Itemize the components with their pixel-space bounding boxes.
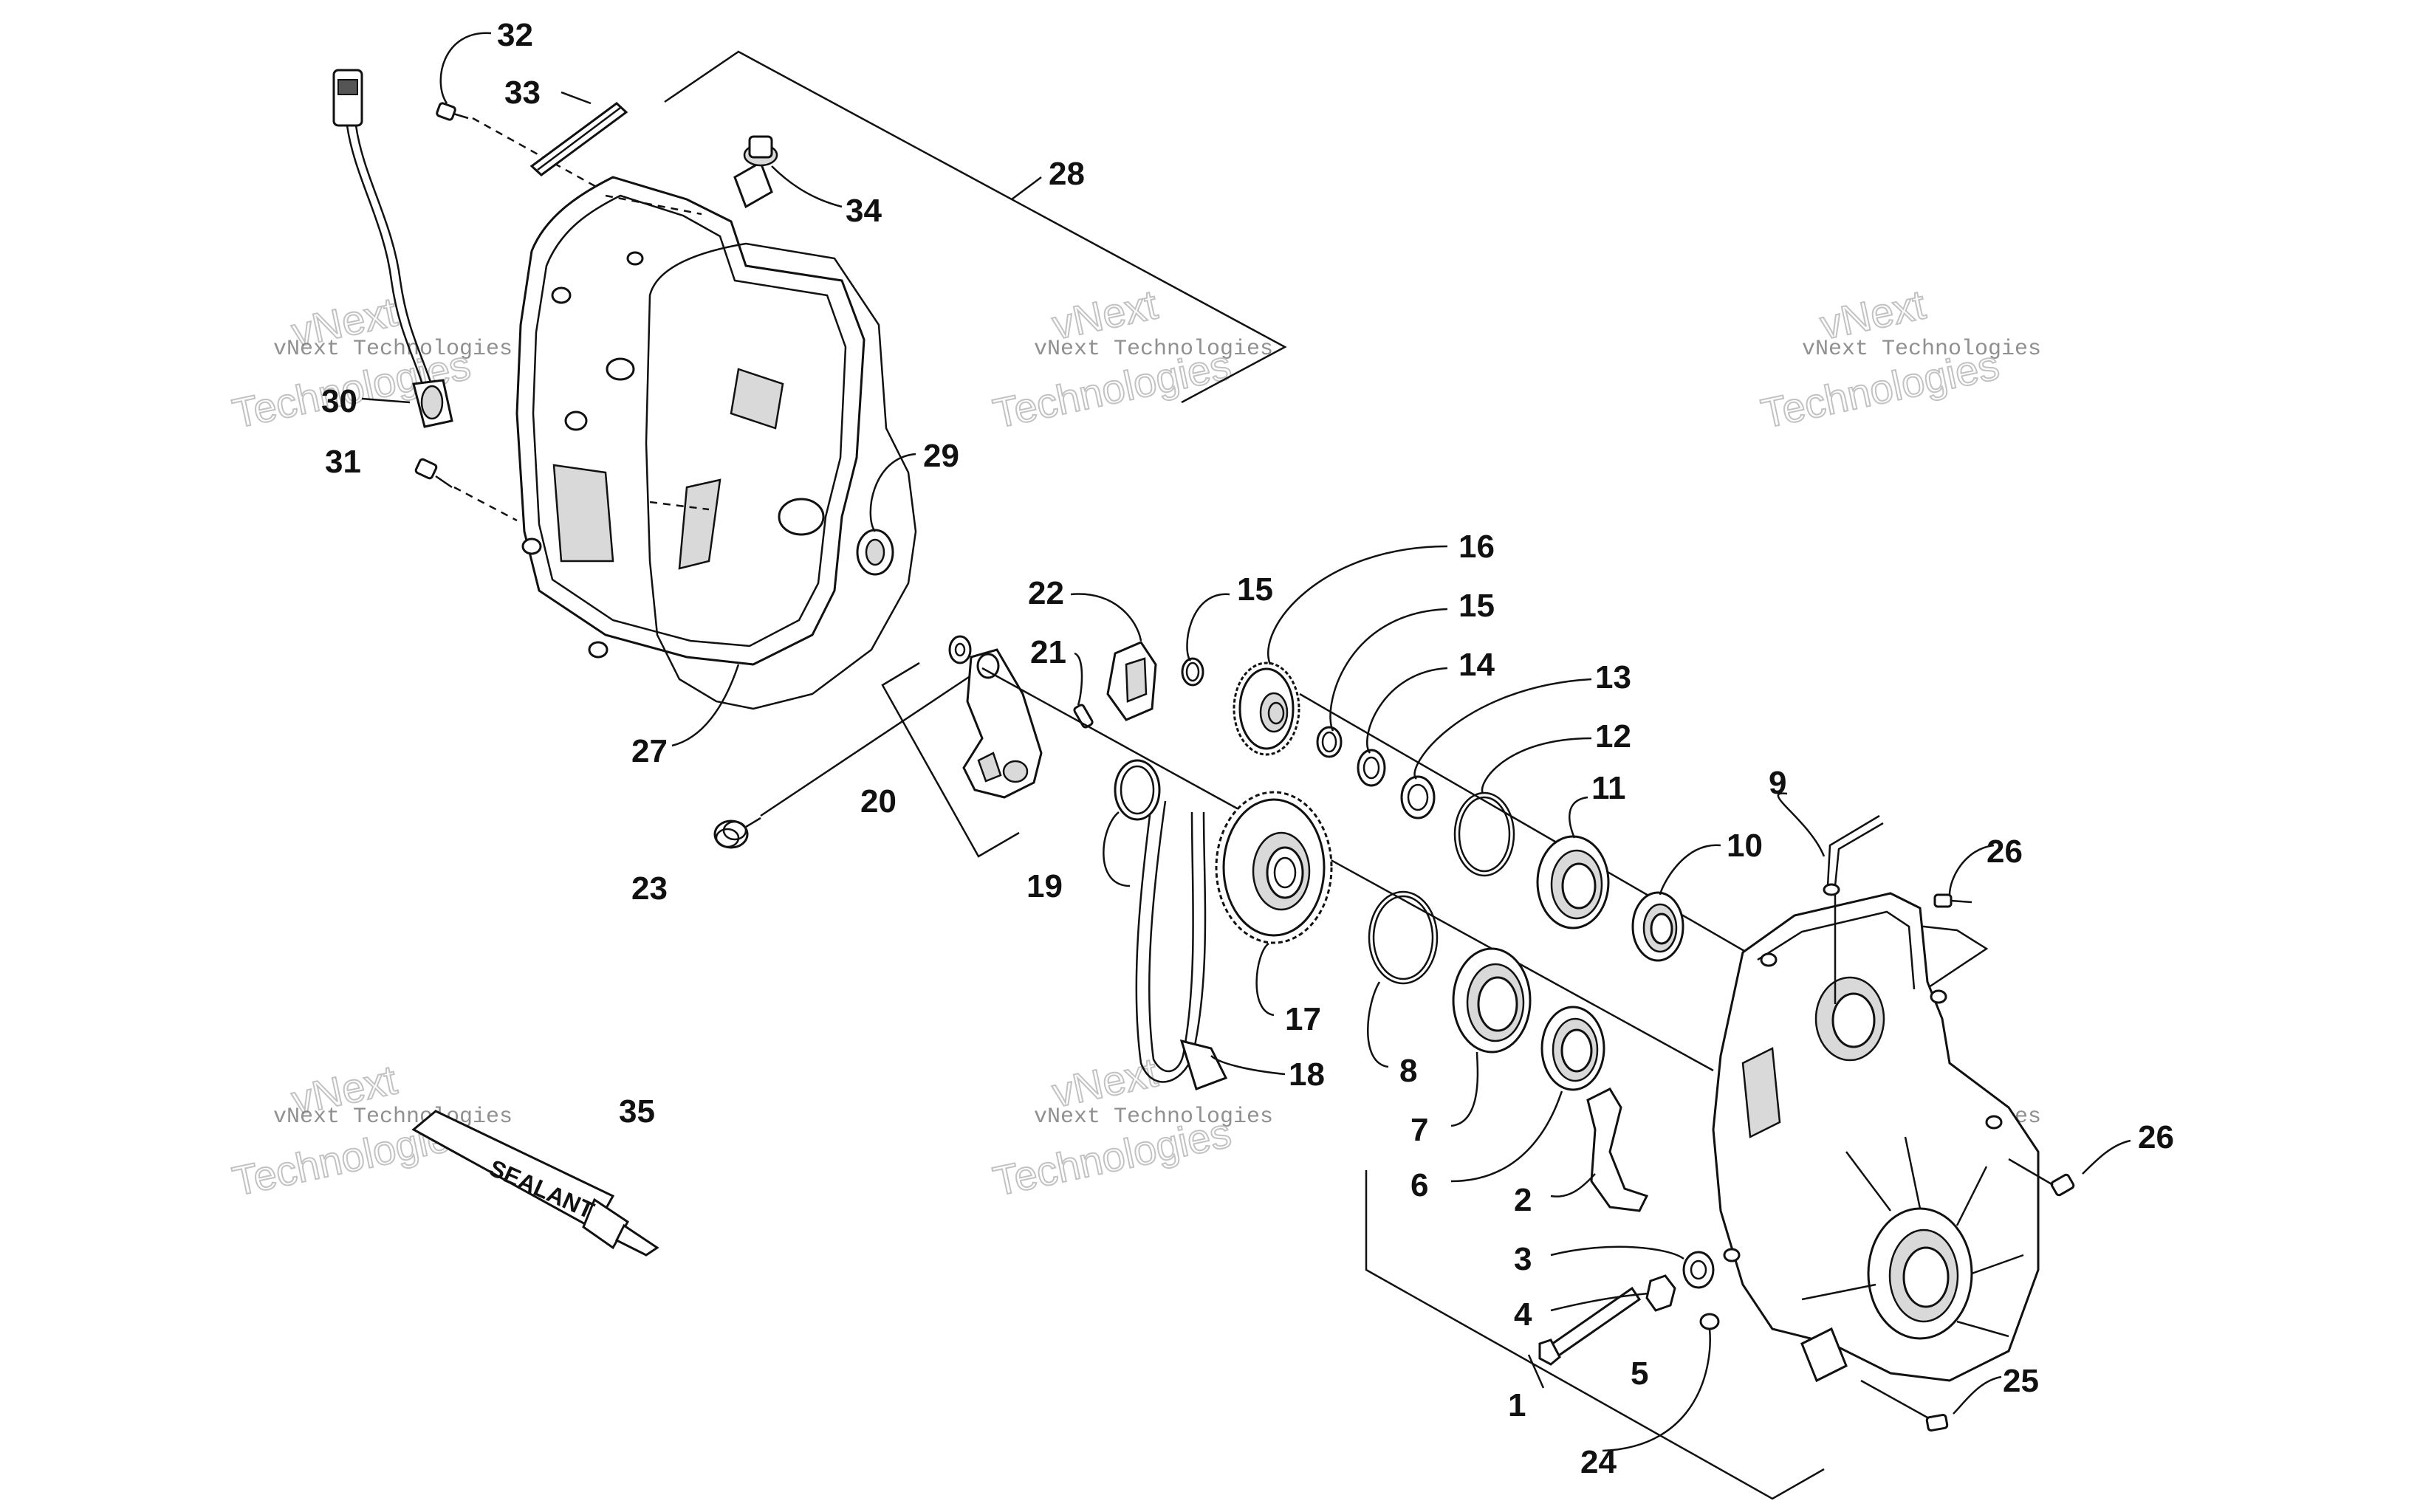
watermark-brand: vNext Technologies xyxy=(1034,337,1273,362)
bracket-1 xyxy=(1365,921,1989,1500)
sealant-tube-35: SEALANT xyxy=(411,1110,659,1257)
seal-6 xyxy=(1540,1006,1605,1091)
callout-18: 18 xyxy=(1289,1056,1325,1093)
callout-25: 25 xyxy=(2003,1363,2039,1399)
callout-7: 7 xyxy=(1410,1112,1428,1148)
callout-30: 30 xyxy=(321,383,357,419)
clip-15a xyxy=(1181,657,1204,687)
upper-axis-line xyxy=(1299,693,1773,969)
spring-axis xyxy=(760,667,983,817)
gasket-27 xyxy=(645,242,917,710)
callout-16: 16 xyxy=(1458,529,1495,565)
screw-25 xyxy=(1860,1379,1949,1432)
callout-2: 2 xyxy=(1514,1182,1532,1218)
callout-1: 1 xyxy=(1508,1387,1526,1423)
callout-22: 22 xyxy=(1028,575,1064,611)
callout-10: 10 xyxy=(1727,828,1763,864)
axis-line-32 xyxy=(472,117,606,193)
bracket-20 xyxy=(881,662,1020,858)
roller-22 xyxy=(1106,641,1157,721)
sprocket-16 xyxy=(1233,662,1300,756)
seal-29 xyxy=(856,529,894,576)
callout-6: 6 xyxy=(1410,1167,1428,1203)
lever-2 xyxy=(1586,1087,1649,1212)
clip-15b xyxy=(1316,726,1343,758)
washer-tensioner xyxy=(948,635,972,664)
callout-33: 33 xyxy=(504,75,541,111)
callout-20: 20 xyxy=(860,783,897,819)
callout-9: 9 xyxy=(1769,765,1786,801)
main-axis-line xyxy=(981,667,1714,1072)
callout-8: 8 xyxy=(1399,1053,1417,1089)
callout-28: 28 xyxy=(1049,156,1085,192)
callout-34: 34 xyxy=(846,193,882,229)
callout-15b: 15 xyxy=(1458,588,1495,624)
callout-26b: 26 xyxy=(2138,1119,2174,1155)
breather-34 xyxy=(733,135,778,209)
callout-21: 21 xyxy=(1030,634,1066,670)
callout-31: 31 xyxy=(325,444,361,480)
watermark-top-right: vNext vNext Technologies Technologies xyxy=(1756,280,2041,437)
dipstick-9 xyxy=(1823,814,1884,896)
watermark-top-left: vNext vNext Technologies Technologies xyxy=(227,287,513,437)
bracket-28 xyxy=(664,50,1287,404)
screw-31 xyxy=(414,458,453,489)
watermark-brand: vNext Technologies xyxy=(273,1104,513,1130)
seal-10 xyxy=(1631,891,1684,962)
callout-29: 29 xyxy=(923,438,959,474)
callout-13: 13 xyxy=(1595,659,1631,695)
callout-17: 17 xyxy=(1285,1001,1321,1037)
callout-5: 5 xyxy=(1631,1355,1648,1392)
snap-ring-12 xyxy=(1453,791,1515,877)
callout-labels: 1 2 3 4 5 6 7 8 9 10 11 12 13 14 15 15 1… xyxy=(321,17,2174,1480)
watermark-bottom-center: vNext vNext Technologies Technologies xyxy=(988,1048,1273,1205)
chaincase-cover-28 xyxy=(515,176,865,666)
screw-32 xyxy=(436,102,469,121)
callout-3: 3 xyxy=(1514,1241,1532,1277)
ring-19 xyxy=(1114,759,1161,821)
tensioner-arm-20 xyxy=(962,648,1043,799)
callout-12: 12 xyxy=(1595,718,1631,755)
gear-17 xyxy=(1215,791,1333,944)
spring-23 xyxy=(713,817,761,849)
washer-14 xyxy=(1357,749,1386,787)
axis-line-31 xyxy=(453,486,518,522)
callout-32: 32 xyxy=(497,17,533,53)
spacer-3 xyxy=(1682,1251,1715,1289)
callout-24: 24 xyxy=(1580,1444,1617,1480)
watermark-brand: vNext Technologies xyxy=(1034,1104,1273,1130)
callout-4: 4 xyxy=(1514,1296,1532,1333)
screw-24 xyxy=(1699,1313,1720,1330)
chaincase-housing-1 xyxy=(1712,892,2040,1383)
callout-15a: 15 xyxy=(1237,571,1273,608)
bolt-5 xyxy=(1538,1286,1642,1366)
callout-11: 11 xyxy=(1591,770,1626,806)
callout-27: 27 xyxy=(631,733,668,769)
leader-lines xyxy=(361,32,2131,1452)
screw-26a xyxy=(1933,893,1972,908)
cover-hidden-line-2 xyxy=(649,501,710,511)
washer-13 xyxy=(1400,775,1436,819)
cover-hidden-line xyxy=(605,194,702,216)
nut-4 xyxy=(1645,1274,1676,1312)
chain-18 xyxy=(1135,797,1228,1090)
snap-ring-8 xyxy=(1368,890,1439,985)
callout-19: 19 xyxy=(1026,868,1063,904)
callout-23: 23 xyxy=(631,870,668,907)
clip-33 xyxy=(529,102,628,176)
pin-21 xyxy=(1073,704,1094,729)
callout-14: 14 xyxy=(1458,647,1495,683)
sensor-harness-30 xyxy=(332,69,453,428)
callout-35: 35 xyxy=(619,1093,655,1130)
watermark-top-center: vNext vNext Technologies Technologies xyxy=(988,280,1273,437)
screw-26b xyxy=(2008,1158,2075,1197)
watermark-brand: vNext Technologies xyxy=(273,337,513,362)
callout-26a: 26 xyxy=(1987,834,2023,870)
bearing-11 xyxy=(1536,835,1610,929)
watermark-brand: vNext Technologies xyxy=(1802,337,2041,362)
bearing-7 xyxy=(1452,947,1532,1054)
